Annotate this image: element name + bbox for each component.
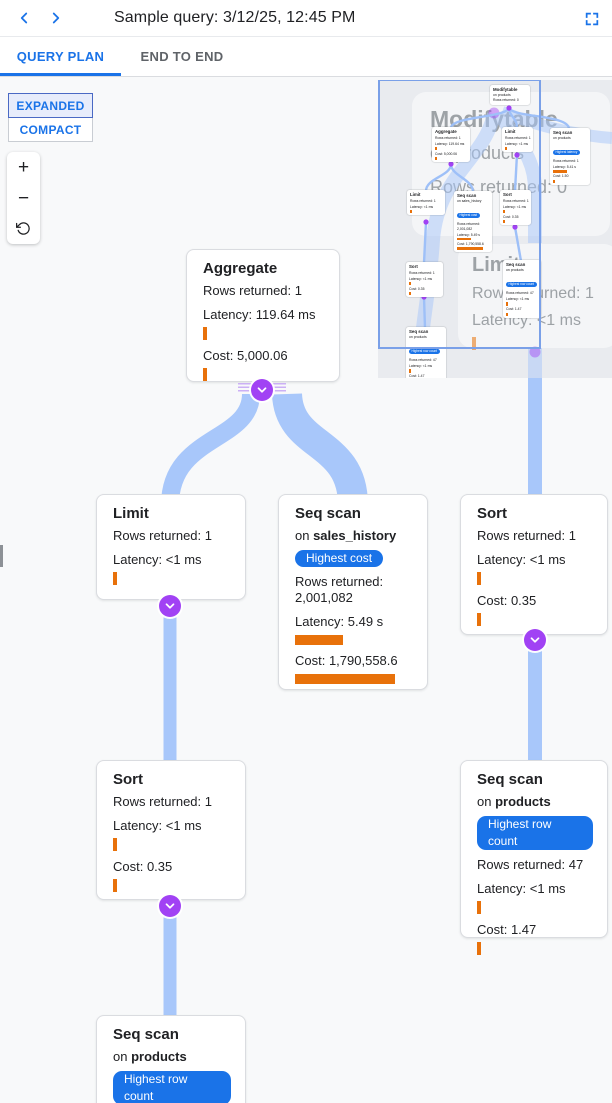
latency-bar xyxy=(295,635,343,645)
cost: Cost: 1,790,558.6 xyxy=(295,653,398,668)
chevron-left-icon xyxy=(20,12,28,24)
expanded-toggle-button[interactable]: EXPANDED xyxy=(8,93,93,118)
cost: Cost: 0.35 xyxy=(113,859,173,874)
table-name: on sales_history xyxy=(295,528,397,543)
cost-bar xyxy=(113,879,117,892)
next-query-button[interactable] xyxy=(40,2,72,34)
chevron-down-icon xyxy=(165,903,175,909)
latency: Latency: 119.64 ms xyxy=(203,307,316,322)
rows-returned: Rows returned: 1 xyxy=(203,283,302,298)
ghost-latency-bar xyxy=(472,337,476,350)
rows-returned: Rows returned: 1 xyxy=(477,528,576,543)
cost-bar xyxy=(477,942,481,955)
canvas-scrollbar-thumb[interactable] xyxy=(0,545,3,567)
layout-toggle: EXPANDED COMPACT xyxy=(8,93,93,142)
rows-returned: Rows returned: 2,001,082 xyxy=(295,574,384,605)
fullscreen-icon xyxy=(585,12,599,26)
collapse-limit-button[interactable] xyxy=(159,595,181,617)
node-title: Seq scan xyxy=(477,771,543,788)
latency-bar xyxy=(113,838,117,851)
latency: Latency: 5.49 s xyxy=(295,614,384,629)
node-title: Seq scan xyxy=(295,505,361,522)
table-name: on products xyxy=(113,1049,187,1064)
node-title: Limit xyxy=(113,505,149,522)
plan-canvas[interactable]: Aggregate Rows returned: 1 Latency: 119.… xyxy=(0,77,612,1103)
tabbar: QUERY PLAN END TO END xyxy=(0,37,612,77)
rows-returned: Rows returned: 1 xyxy=(113,528,212,543)
collapse-sort-left-button[interactable] xyxy=(159,895,181,917)
minimap-viewport[interactable] xyxy=(378,80,541,349)
latency: Latency: <1 ms xyxy=(113,818,202,833)
previous-query-button[interactable] xyxy=(8,2,40,34)
plan-node-sort-left[interactable]: Sort Rows returned: 1 Latency: <1 ms Cos… xyxy=(96,760,246,900)
rows-returned: Rows returned: 1 xyxy=(113,794,212,809)
collapse-aggregate-button[interactable] xyxy=(251,379,273,401)
chevron-down-icon xyxy=(257,387,267,393)
highest-row-count-badge: Highest row count xyxy=(477,816,593,850)
zoom-controls: + − xyxy=(7,152,40,244)
latency: Latency: <1 ms xyxy=(477,881,566,896)
plus-icon: + xyxy=(17,156,30,178)
highest-cost-badge: Highest cost xyxy=(295,550,384,567)
chevron-down-icon xyxy=(165,603,175,609)
plan-node-seq-scan-sales-history[interactable]: Seq scan on sales_history Highest cost R… xyxy=(278,494,428,690)
table-name: on products xyxy=(477,794,551,809)
cost: Cost: 1.47 xyxy=(477,922,537,937)
node-title: Sort xyxy=(113,771,143,788)
ghost-latency: Latency: <1 ms xyxy=(472,312,581,329)
plan-node-limit[interactable]: Limit Rows returned: 1 Latency: <1 ms xyxy=(96,494,246,600)
chevron-right-icon xyxy=(52,12,60,24)
cost-bar xyxy=(477,613,481,626)
tab-query-plan-label: QUERY PLAN xyxy=(16,49,105,64)
chevron-down-icon xyxy=(530,637,540,643)
page-title: Sample query: 3/12/25, 12:45 PM xyxy=(114,9,356,26)
latency: Latency: <1 ms xyxy=(113,552,202,567)
latency-bar xyxy=(477,901,481,914)
plan-edges xyxy=(161,373,542,1025)
active-tab-underline xyxy=(0,73,121,76)
plan-node-seq-scan-products-bottom[interactable]: Seq scan on products Highest row count R… xyxy=(96,1015,246,1103)
reset-view-button[interactable] xyxy=(7,213,40,244)
fullscreen-button[interactable] xyxy=(580,7,604,31)
tab-query-plan[interactable]: QUERY PLAN xyxy=(0,37,121,76)
zoom-out-button[interactable]: − xyxy=(7,183,40,214)
cost-bar xyxy=(295,674,395,684)
latency-bar xyxy=(203,327,207,340)
plan-node-seq-scan-products-right[interactable]: Seq scan on products Highest row count R… xyxy=(460,760,608,955)
latency: Latency: <1 ms xyxy=(477,552,566,567)
minus-icon: − xyxy=(17,187,30,209)
rotate-ccw-icon xyxy=(16,222,30,235)
cost: Cost: 5,000.06 xyxy=(203,348,288,363)
topbar: Sample query: 3/12/25, 12:45 PM xyxy=(0,0,612,37)
plan-node-sort-right[interactable]: Sort Rows returned: 1 Latency: <1 ms Cos… xyxy=(460,494,608,635)
minimap[interactable]: Modifytable on products Rows returned: 0… xyxy=(378,80,612,378)
node-title: Aggregate xyxy=(203,260,278,277)
tab-end-to-end-label: END TO END xyxy=(140,49,224,64)
zoom-in-button[interactable]: + xyxy=(7,152,40,183)
compact-toggle-button[interactable]: COMPACT xyxy=(8,117,93,142)
collapse-sort-right-button[interactable] xyxy=(524,629,546,651)
cost: Cost: 0.35 xyxy=(477,593,537,608)
latency-bar xyxy=(113,572,117,585)
node-title: Seq scan xyxy=(113,1026,179,1043)
rows-returned: Rows returned: 47 xyxy=(477,857,584,872)
highest-row-count-badge: Highest row count xyxy=(113,1071,231,1103)
node-title: Sort xyxy=(477,505,507,522)
plan-node-aggregate[interactable]: Aggregate Rows returned: 1 Latency: 119.… xyxy=(186,249,340,382)
tab-end-to-end[interactable]: END TO END xyxy=(121,37,243,76)
latency-bar xyxy=(477,572,481,585)
cost-bar xyxy=(203,368,207,381)
